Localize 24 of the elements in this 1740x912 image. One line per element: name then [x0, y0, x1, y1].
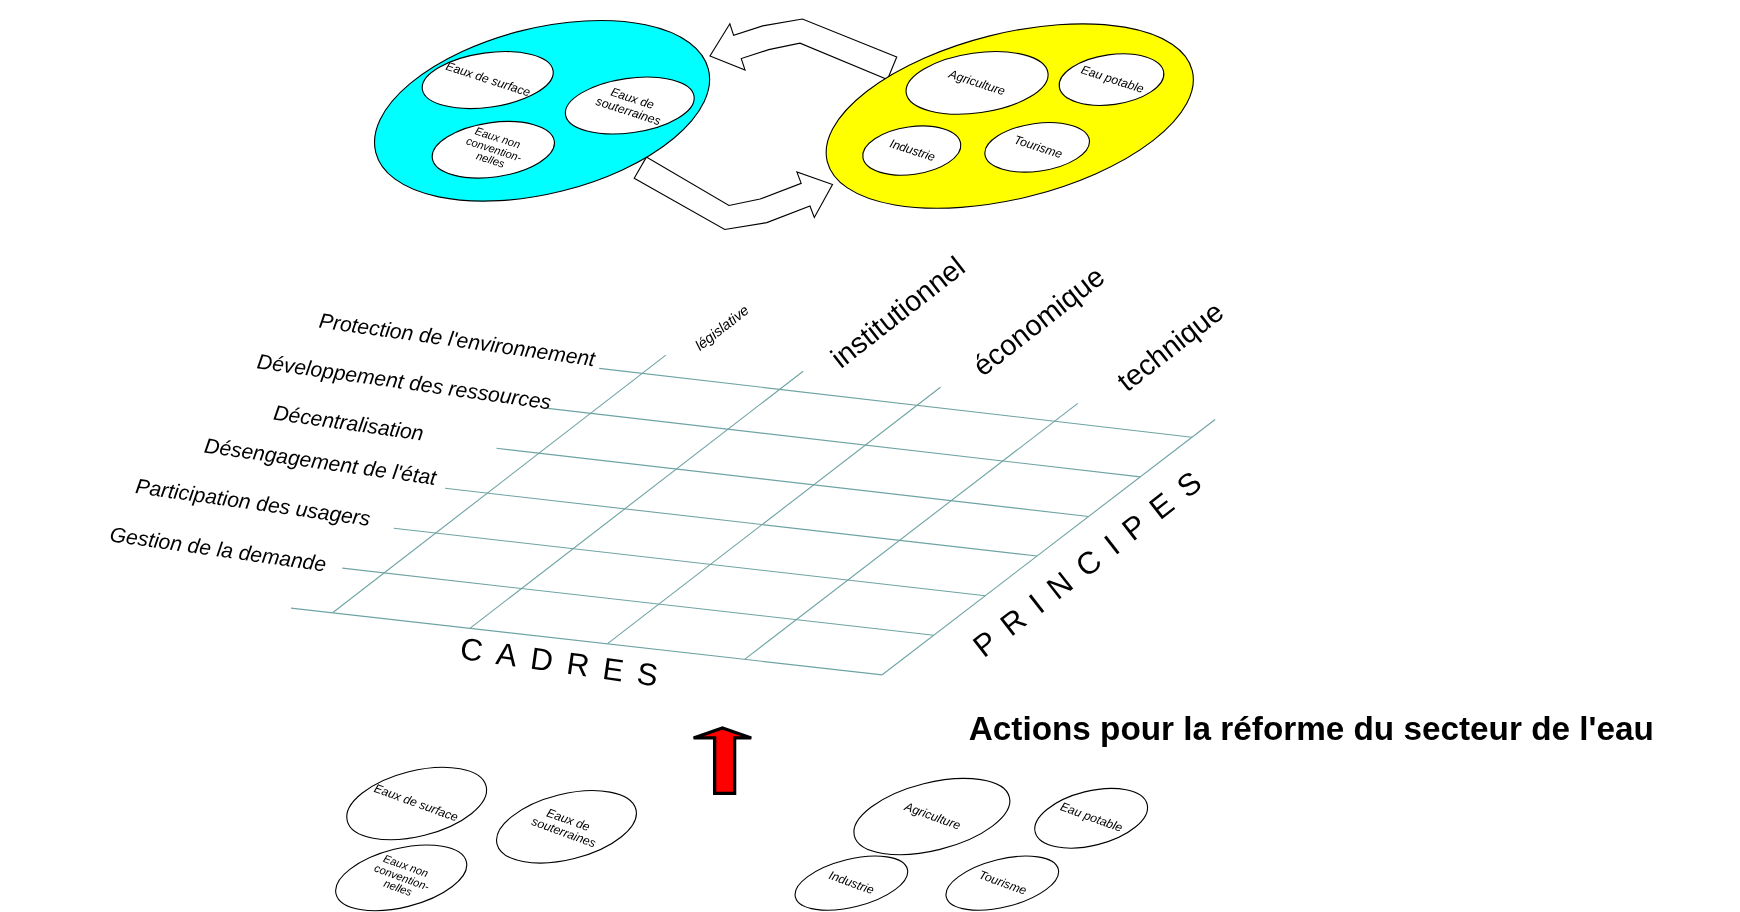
ellipse-node	[422, 50, 555, 109]
ellipse-node	[794, 855, 908, 911]
block-arrow	[709, 18, 898, 81]
ellipse-node	[984, 122, 1091, 173]
block-arrow	[633, 156, 834, 231]
ellipse-node	[853, 778, 1011, 856]
axis-title: CADRES	[458, 633, 674, 694]
ellipse-node	[862, 125, 962, 177]
ellipse-node	[335, 844, 468, 912]
ellipse-node	[945, 855, 1059, 911]
ellipse-node	[904, 51, 1049, 116]
node-label: Eaux de surface	[444, 60, 533, 100]
ellipse-node	[495, 790, 637, 864]
ellipse-node	[1059, 53, 1165, 107]
ellipse-node	[1033, 787, 1148, 849]
node-label: Eau potable	[1078, 63, 1145, 97]
ellipse-node	[565, 76, 696, 135]
ellipse-node	[432, 121, 556, 179]
title: Actions pour la réforme du secteur de l'eau	[968, 712, 1654, 746]
group-ellipse	[373, 20, 710, 202]
node-label: Eau potable	[1058, 800, 1124, 835]
node-label: Eaux de surface	[372, 782, 460, 825]
ellipse-node	[345, 766, 487, 841]
group-ellipse	[825, 23, 1194, 210]
